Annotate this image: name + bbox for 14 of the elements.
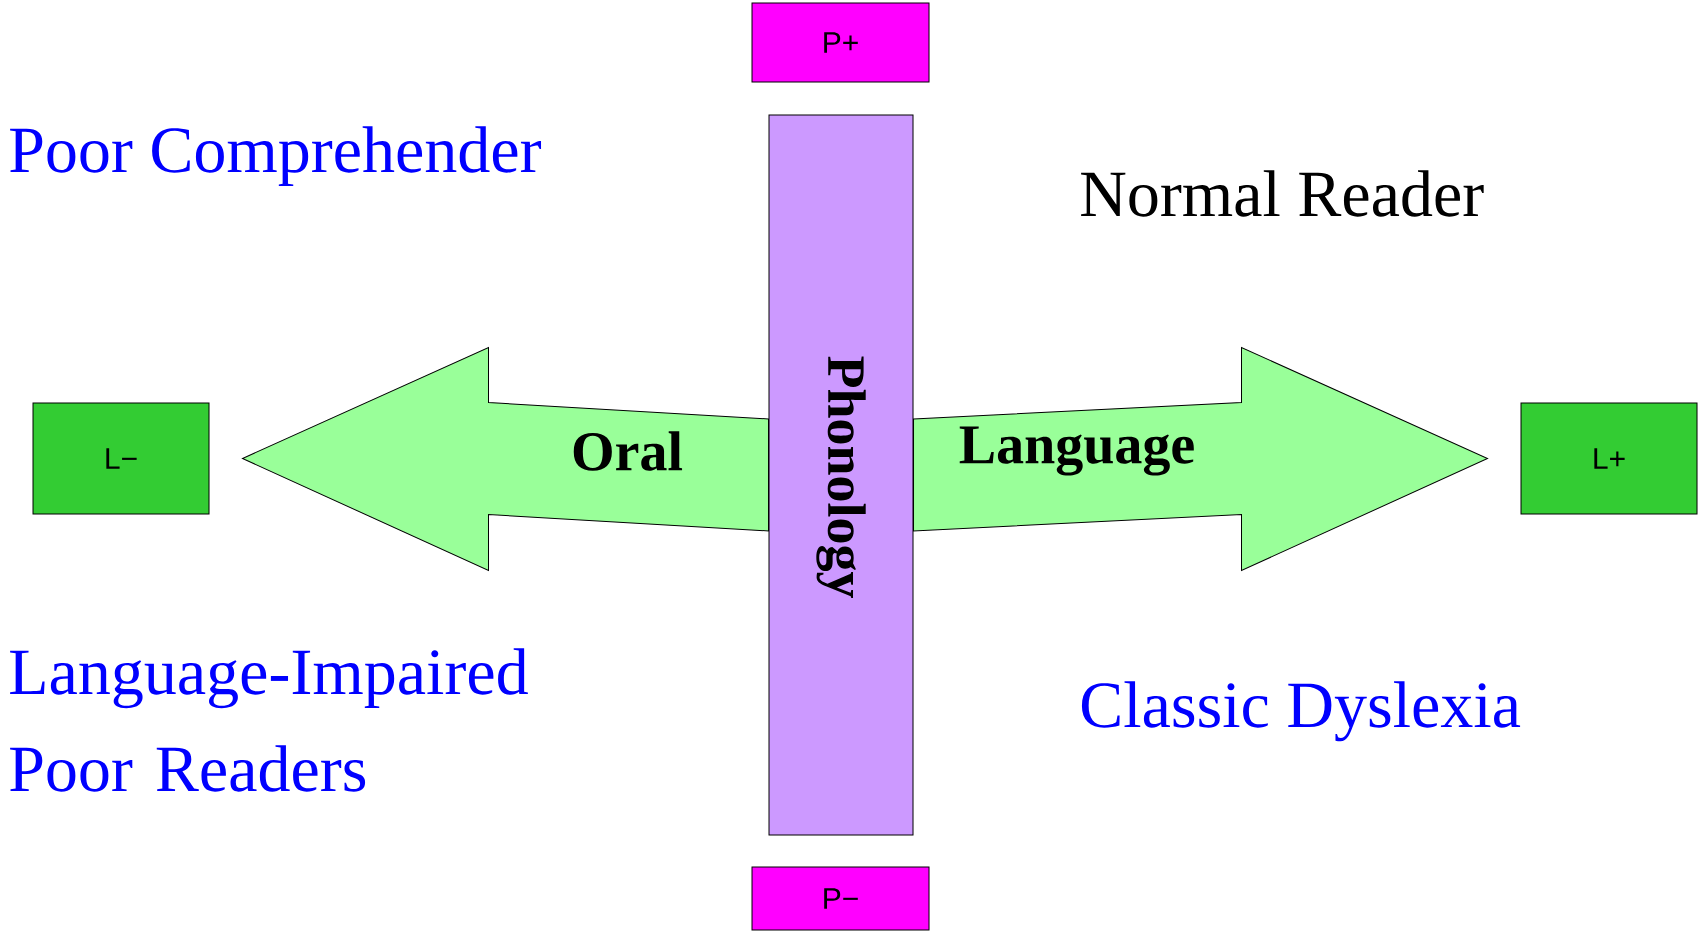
arrow-label: Oral — [573, 431, 683, 471]
small-box: L+ — [1520, 402, 1698, 515]
arrow-label: Language — [959, 426, 1194, 476]
small-box: P+ — [751, 2, 930, 83]
quadrant-label: Normal Reader — [1081, 170, 1484, 217]
bar-label: Phonology — [816, 356, 866, 598]
quadrant-label: Poor Comprehender — [10, 126, 542, 187]
block-arrow — [913, 347, 1488, 571]
quadrant-label: Language-Impaired Poor Readers — [10, 648, 528, 792]
small-box: L− — [32, 402, 210, 515]
bar — [768, 114, 914, 836]
quadrant-label: Classic Dyslexia — [1081, 681, 1521, 742]
small-box: P− — [751, 866, 930, 931]
block-arrow — [242, 347, 769, 571]
